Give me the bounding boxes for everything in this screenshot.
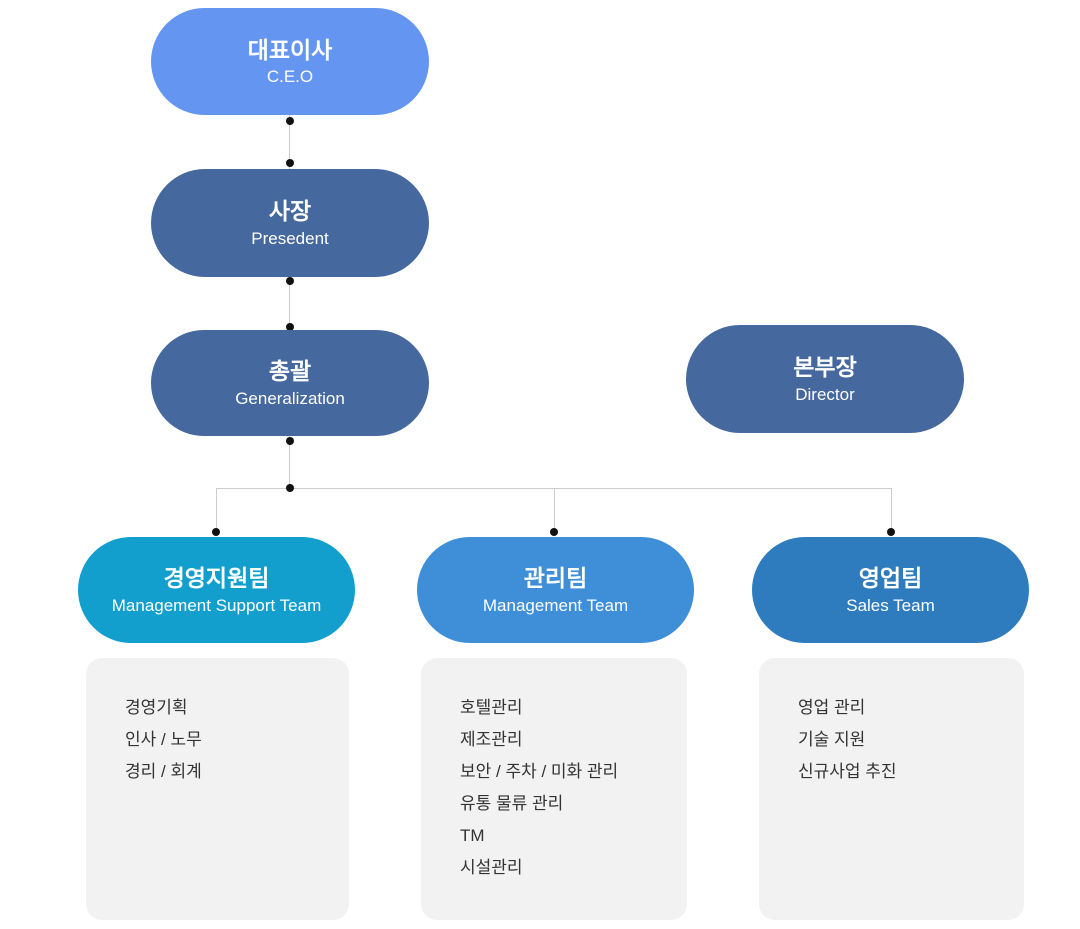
connector-ceo-president: [289, 115, 290, 169]
node-director-subtitle: Director: [795, 384, 855, 404]
connector-dot: [887, 528, 895, 536]
connector-drop-team3: [891, 488, 892, 533]
duty-box-management: 호텔관리 제조관리 보안 / 주차 / 미화 관리 유통 물류 관리 TM 시설…: [421, 658, 687, 920]
duty-box-management-support: 경영기획 인사 / 노무 경리 / 회계: [86, 658, 349, 920]
duty-box-sales: 영업 관리 기술 지원 신규사업 추진: [759, 658, 1024, 920]
duty-item: 경영기획: [125, 698, 188, 717]
team-title: 관리팀: [523, 565, 588, 592]
connector-drop-team1: [216, 488, 217, 533]
team-subtitle: Management Team: [482, 595, 629, 615]
node-president-subtitle: Presedent: [251, 228, 329, 248]
connector-dot: [550, 528, 558, 536]
node-director: 본부장 Director: [686, 325, 964, 433]
connector-dot: [286, 437, 294, 445]
team-subtitle: Sales Team: [846, 595, 935, 615]
connector-dot: [212, 528, 220, 536]
node-director-title: 본부장: [793, 354, 857, 381]
duty-item: TM: [460, 826, 485, 845]
duty-list: 영업 관리 기술 지원 신규사업 추진: [759, 658, 1024, 788]
duty-item: 제조관리: [460, 730, 523, 749]
duty-item: 신규사업 추진: [798, 762, 897, 781]
node-ceo: 대표이사 C.E.O: [151, 8, 429, 115]
node-team-management: 관리팀 Management Team: [417, 537, 694, 643]
connector-junction-dot: [286, 484, 294, 492]
connector-general-rail: [289, 436, 290, 489]
duty-item: 기술 지원: [798, 730, 866, 749]
node-team-management-support: 경영지원팀 Management Support Team: [78, 537, 355, 643]
connector-dot: [286, 323, 294, 331]
connector-dot: [286, 159, 294, 167]
duty-list: 호텔관리 제조관리 보안 / 주차 / 미화 관리 유통 물류 관리 TM 시설…: [421, 658, 687, 884]
team-title: 영업팀: [858, 565, 923, 592]
connector-dot: [286, 117, 294, 125]
duty-item: 영업 관리: [798, 698, 866, 717]
duty-item: 인사 / 노무: [125, 730, 202, 749]
node-general-manager-subtitle: Generalization: [235, 388, 345, 408]
node-general-manager-title: 총괄: [268, 358, 312, 385]
connector-dot: [286, 277, 294, 285]
duty-item: 시설관리: [460, 858, 523, 877]
node-team-sales: 영업팀 Sales Team: [752, 537, 1029, 643]
duty-item: 경리 / 회계: [125, 762, 202, 781]
duty-item: 호텔관리: [460, 698, 523, 717]
connector-president-general: [289, 277, 290, 331]
duty-list: 경영기획 인사 / 노무 경리 / 회계: [86, 658, 349, 788]
node-general-manager: 총괄 Generalization: [151, 330, 429, 436]
duty-item: 보안 / 주차 / 미화 관리: [460, 762, 619, 781]
node-ceo-title: 대표이사: [247, 36, 333, 63]
team-subtitle: Management Support Team: [111, 595, 322, 615]
node-president-title: 사장: [268, 198, 312, 225]
connector-drop-team2: [554, 488, 555, 533]
node-ceo-subtitle: C.E.O: [266, 67, 314, 87]
duty-item: 유통 물류 관리: [460, 794, 564, 813]
node-president: 사장 Presedent: [151, 169, 429, 277]
team-title: 경영지원팀: [163, 565, 270, 592]
